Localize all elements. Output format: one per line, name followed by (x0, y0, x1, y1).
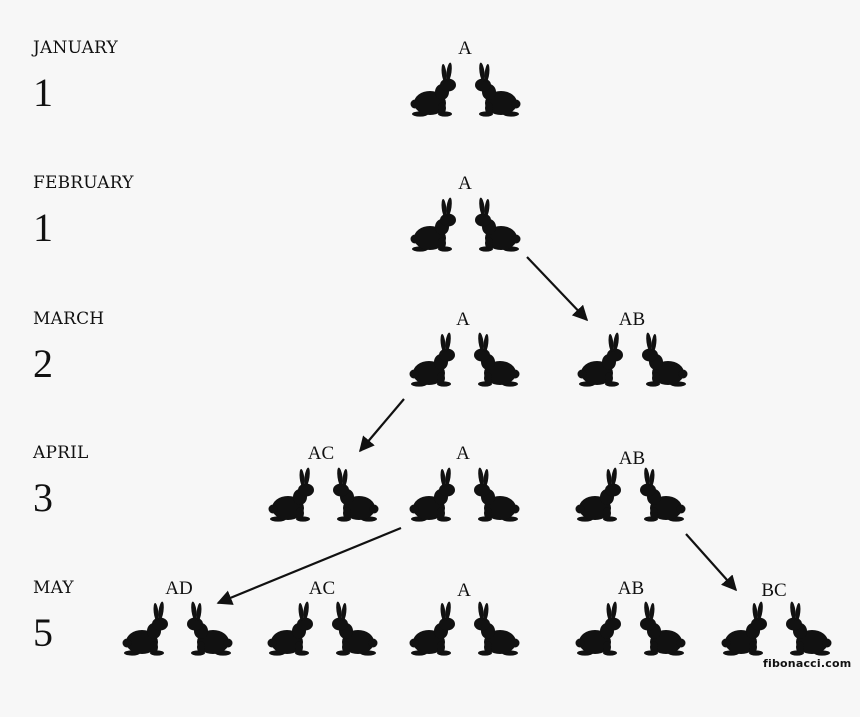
offspring-arrow (685, 533, 738, 592)
rabbit-pair (409, 601, 520, 656)
rabbit-icon (575, 601, 621, 656)
pair-label: AC (308, 578, 336, 599)
rabbit-icon (474, 467, 520, 522)
offspring-arrow (216, 526, 402, 605)
rabbit-pair (409, 467, 520, 522)
rabbit-icon (577, 332, 623, 387)
rabbit-icon (640, 601, 686, 656)
month-label-may: MAY (33, 578, 74, 598)
rabbit-icon (409, 467, 455, 522)
rabbit-icon (268, 467, 314, 522)
pair-label: AC (307, 443, 335, 464)
pair-count-may: 5 (33, 610, 53, 655)
pair-label: A (456, 443, 470, 464)
rabbit-icon (409, 332, 455, 387)
pair-count-january: 1 (33, 70, 53, 115)
rabbit-icon (267, 601, 313, 656)
rabbit-icon (575, 467, 621, 522)
rabbit-icon (642, 332, 688, 387)
pair-label: AB (618, 309, 646, 330)
rabbit-pair (577, 332, 688, 387)
rabbit-icon (333, 467, 379, 522)
rabbit-icon (187, 601, 233, 656)
pair-label: A (458, 38, 472, 59)
pair-label: A (457, 580, 471, 601)
month-label-march: MARCH (33, 309, 105, 329)
pair-label: AB (617, 578, 645, 599)
rabbit-pair (410, 197, 521, 252)
rabbit-pair (409, 332, 520, 387)
rabbit-icon (122, 601, 168, 656)
rabbit-icon (410, 197, 456, 252)
rabbit-pair (575, 601, 686, 656)
rabbit-icon (640, 467, 686, 522)
rabbit-icon (475, 62, 521, 117)
rabbit-icon (410, 62, 456, 117)
rabbit-icon (475, 197, 521, 252)
rabbit-icon (474, 601, 520, 656)
offspring-arrow (526, 256, 589, 322)
rabbit-pair (721, 601, 832, 656)
source-credit: fibonacci.com (763, 657, 852, 670)
pair-label: A (458, 173, 472, 194)
pair-label: AB (618, 448, 646, 469)
month-label-april: APRIL (33, 443, 89, 463)
rabbit-icon (786, 601, 832, 656)
rabbit-pair (410, 62, 521, 117)
rabbit-pair (267, 601, 378, 656)
rabbit-icon (474, 332, 520, 387)
pair-count-march: 2 (33, 341, 53, 386)
month-label-february: FEBRUARY (33, 173, 134, 193)
pair-count-april: 3 (33, 475, 53, 520)
month-label-january: JANUARY (33, 38, 118, 58)
rabbit-pair (575, 467, 686, 522)
pair-count-february: 1 (33, 205, 53, 250)
rabbit-icon (332, 601, 378, 656)
rabbit-pair (268, 467, 379, 522)
rabbit-pair (122, 601, 233, 656)
rabbit-icon (409, 601, 455, 656)
pair-label: BC (761, 580, 787, 601)
pair-label: AD (165, 578, 193, 599)
rabbit-icon (721, 601, 767, 656)
offspring-arrow (359, 398, 405, 453)
pair-label: A (456, 309, 470, 330)
